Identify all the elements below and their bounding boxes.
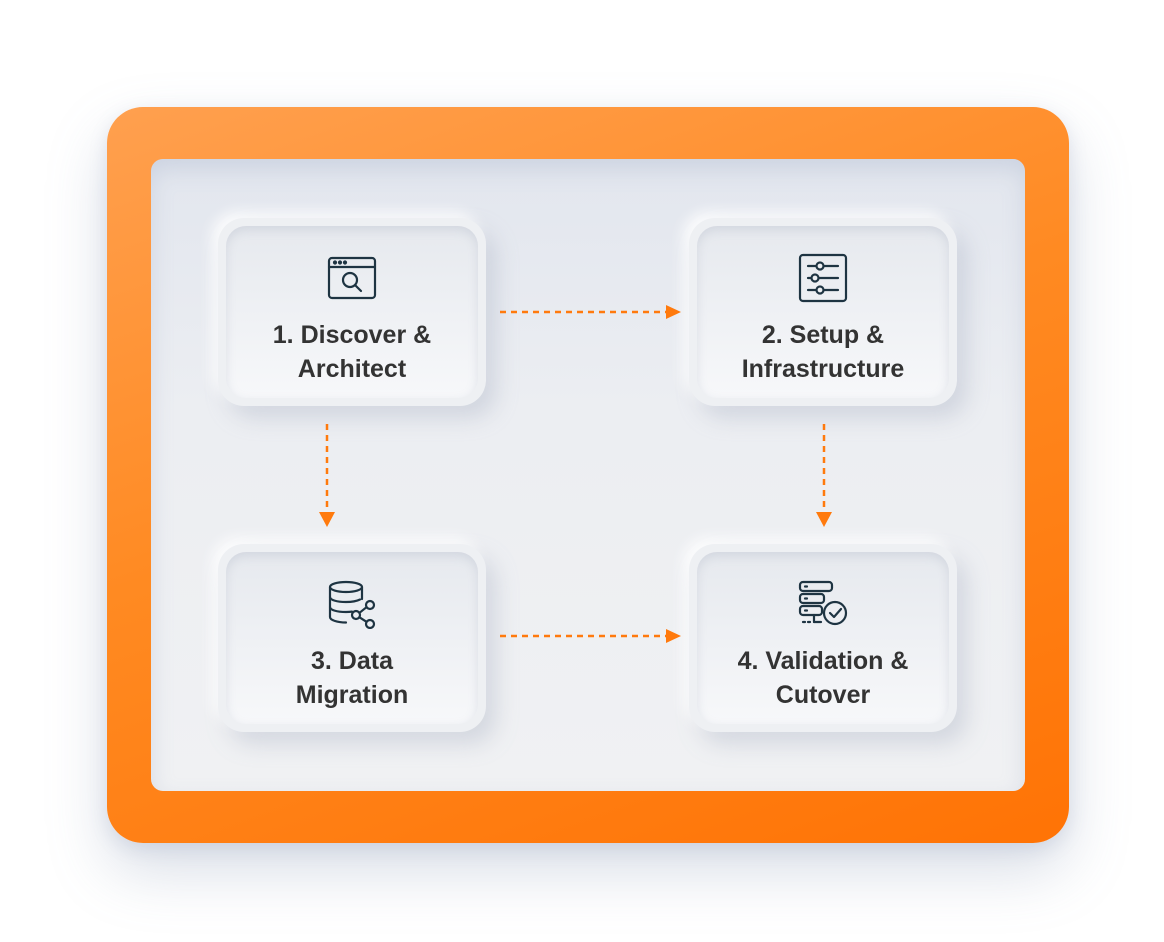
database-share-icon (326, 578, 378, 630)
step-card-discover: 1. Discover & Architect (218, 218, 486, 406)
step-card-body: 4. Validation & Cutover (697, 552, 949, 724)
step-label-line: Cutover (775, 681, 871, 709)
step-label: 3. Data Migration (296, 644, 409, 712)
arrow-step1-to-step3 (319, 424, 335, 527)
step-label-line: 3. Data (311, 647, 393, 675)
step-card-body: 1. Discover & Architect (226, 226, 478, 398)
step-card-body: 2. Setup & Infrastructure (697, 226, 949, 398)
step-label-line: Migration (295, 681, 409, 709)
browser-search-icon (326, 252, 378, 304)
step-label-line: Architect (297, 355, 407, 383)
step-label-line: 4. Validation & (737, 647, 909, 675)
arrow-step2-to-step4 (816, 424, 832, 527)
arrow-step3-to-step4 (500, 629, 681, 643)
step-label: 1. Discover & Architect (273, 318, 431, 386)
step-label: 2. Setup & Infrastructure (742, 318, 905, 386)
step-card-migration: 3. Data Migration (218, 544, 486, 732)
step-card-setup: 2. Setup & Infrastructure (689, 218, 957, 406)
sliders-icon (797, 252, 849, 304)
step-label: 4. Validation & Cutover (738, 644, 909, 712)
step-label-line: Infrastructure (741, 355, 905, 383)
step-label-line: 1. Discover & (272, 321, 432, 349)
arrow-step1-to-step2 (500, 305, 681, 319)
step-card-validation: 4. Validation & Cutover (689, 544, 957, 732)
server-check-icon (797, 578, 849, 630)
step-card-body: 3. Data Migration (226, 552, 478, 724)
step-label-line: 2. Setup & (761, 321, 885, 349)
